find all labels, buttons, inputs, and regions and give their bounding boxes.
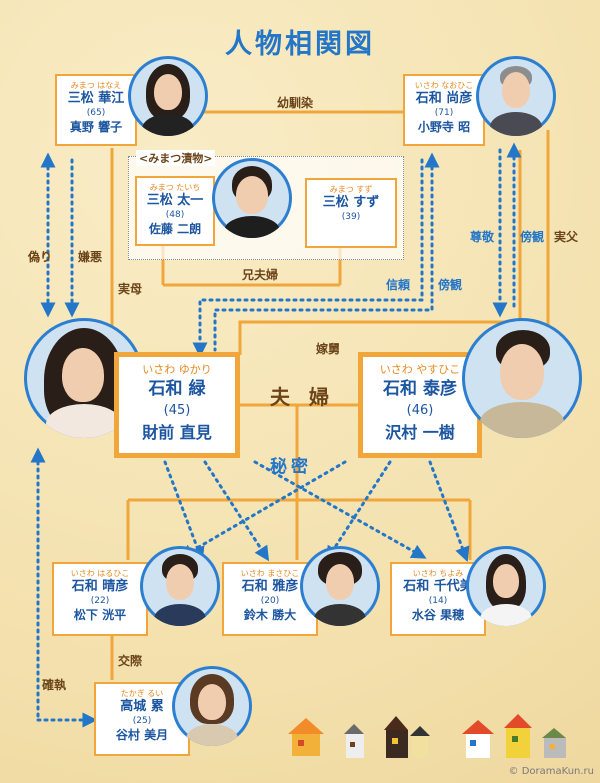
card-haruhiko[interactable]: いさわ はるひこ 石和 晴彦 (22) 松下 洸平 [52, 562, 148, 636]
watermark: © DoramaKun.ru [508, 766, 594, 777]
card-suzu[interactable]: みまつ すず 三松 すず (39) [305, 178, 397, 248]
actor-name: 鈴木 勝大 [243, 608, 297, 622]
label-jippu: 実父 [554, 230, 579, 244]
card-hanae[interactable]: みまつ はなえ 三松 華江 (65) 真野 響子 [55, 74, 137, 146]
character-age: (65) [86, 108, 106, 118]
ruby: いさわ なおひこ [414, 81, 474, 90]
arrow-bokan1 [213, 152, 440, 352]
house-icon [288, 718, 324, 756]
label-keno: 嫌悪 [78, 250, 103, 264]
page-title: 人物相関図 [225, 29, 375, 60]
line-yomeshuto [238, 150, 522, 355]
houses-decoration [288, 714, 566, 758]
actor-name: 谷村 美月 [115, 728, 169, 742]
character-name: 石和 千代美 [403, 579, 473, 594]
actor-name: 佐藤 二朗 [148, 222, 202, 236]
character-name: 石和 雅彦 [241, 579, 299, 594]
label-himitsu: 秘密 [270, 457, 312, 477]
portrait-chiyomi [466, 546, 546, 626]
actor-name: 沢村 一樹 [385, 423, 455, 442]
character-age: (14) [428, 596, 448, 606]
character-age: (25) [132, 716, 152, 726]
ruby: みまつ すず [329, 185, 373, 194]
card-yukari[interactable]: いさわ ゆかり 石和 緑 (45) 財前 直見 [114, 352, 240, 458]
character-age: (20) [260, 596, 280, 606]
arrow-shinrai [192, 158, 424, 358]
house-icon [344, 724, 364, 758]
portrait-haruhiko [140, 546, 220, 626]
character-name: 三松 すず [322, 195, 380, 210]
portrait-rui [172, 666, 252, 746]
house-icon [462, 720, 494, 758]
card-naohiko[interactable]: いさわ なおひこ 石和 尚彦 (71) 小野寺 昭 [403, 74, 485, 146]
ruby: いさわ やすひこ [379, 363, 461, 376]
ruby: いさわ はるひこ [70, 569, 130, 578]
label-osananajimi: 幼馴染 [277, 96, 314, 110]
actor-name: 小野寺 昭 [417, 120, 471, 134]
label-shinrai: 信頼 [386, 278, 411, 292]
portrait-hanae [128, 56, 208, 136]
house-icon [384, 716, 430, 758]
actor-name: 松下 洸平 [73, 608, 127, 622]
ruby: みまつ たいち [149, 183, 201, 192]
character-age: (39) [341, 212, 361, 222]
arrow-secret-6 [178, 460, 347, 559]
ruby: いさわ ゆかり [142, 363, 212, 376]
ruby: みまつ はなえ [70, 81, 122, 90]
label-kakushitsu: 確執 [42, 678, 67, 692]
arrow-secret-4 [428, 460, 470, 563]
label-bokan1: 傍観 [438, 278, 463, 292]
character-age: (45) [163, 403, 191, 418]
character-age: (22) [90, 596, 110, 606]
arrow-secret-2 [203, 460, 270, 562]
ruby: たかぎ るい [120, 689, 164, 698]
label-fufu: 夫 婦 [270, 385, 335, 409]
label-bokan2: 傍観 [520, 230, 545, 244]
character-name: 三松 華江 [67, 91, 125, 106]
ruby: いさわ まさひこ [240, 569, 300, 578]
character-age: (46) [406, 403, 434, 418]
label-sonkei: 尊敬 [470, 230, 495, 244]
ruby: いさわ ちよみ [412, 569, 464, 578]
portrait-yukari [24, 318, 144, 438]
character-name: 石和 尚彦 [415, 91, 473, 106]
character-name: 石和 緑 [148, 379, 206, 399]
actor-name: 財前 直見 [142, 423, 212, 442]
label-itsuri: 偽り [28, 250, 53, 264]
label-yomeshuto: 嫁舅 [316, 342, 341, 356]
character-age: (48) [165, 210, 185, 220]
arrow-secret-5 [325, 460, 392, 562]
character-name: 石和 晴彦 [71, 579, 129, 594]
character-name: 石和 泰彦 [383, 379, 457, 399]
actor-name: 水谷 果穂 [411, 608, 465, 622]
portrait-masahiko [300, 546, 380, 626]
character-age: (71) [434, 108, 454, 118]
house-icon [504, 714, 532, 758]
actor-name: 真野 響子 [69, 120, 123, 134]
portrait-yasuhiko [462, 318, 582, 438]
label-kyodaifufu: 兄夫婦 [242, 268, 279, 282]
character-name: 高城 累 [120, 699, 164, 714]
arrow-secret-1 [163, 460, 205, 563]
card-taichi[interactable]: みまつ たいち 三松 太一 (48) 佐藤 二朗 [135, 176, 215, 246]
house-icon [542, 728, 566, 758]
label-jitsubo: 実母 [118, 282, 143, 296]
portrait-taichi [212, 158, 292, 238]
label-koosai: 交際 [118, 654, 143, 668]
group-label: <みまつ漬物> [136, 150, 216, 166]
portrait-naohiko [476, 56, 556, 136]
character-name: 三松 太一 [146, 193, 204, 208]
